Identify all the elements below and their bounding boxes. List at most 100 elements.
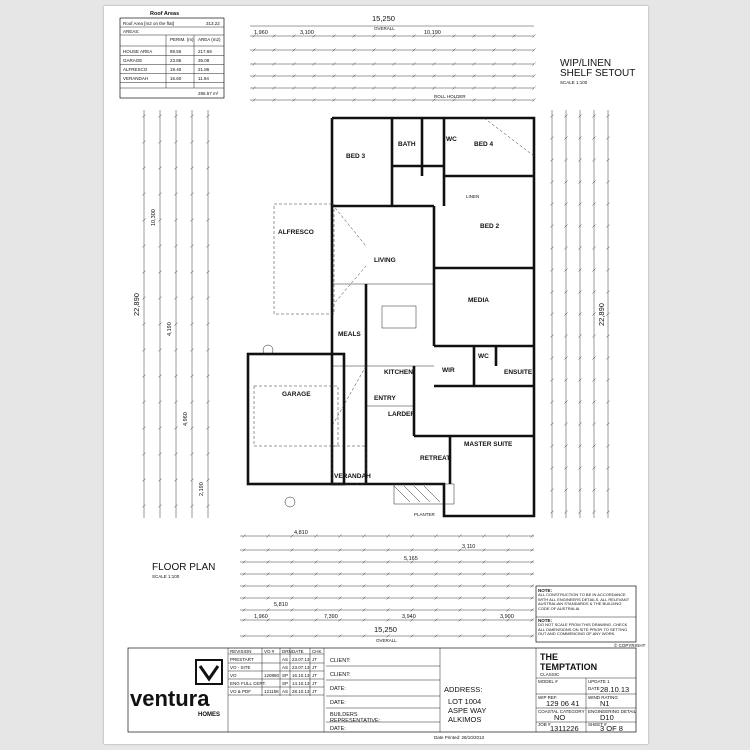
- roof-area-cell-area: 217.69: [198, 49, 212, 54]
- areas-label: AREAS:: [123, 29, 140, 34]
- revision-cell: VO - SITE: [230, 665, 251, 670]
- roof-area-cell-name: ALFRESCO: [123, 67, 148, 72]
- brand-name: ventura: [130, 686, 210, 711]
- address-label: ADDRESS:: [444, 685, 482, 694]
- revision-header-cell: DATE: [292, 649, 304, 654]
- overall-depth-right: 22,890: [597, 303, 606, 326]
- model-label: MODEL #: [538, 679, 558, 684]
- notes-heading-2: NOTE:: [538, 618, 553, 623]
- top-dim-1: 1,960: [254, 30, 268, 36]
- overall-width-top: 15,250: [372, 14, 395, 23]
- bottom-dim-6: 7,390: [324, 614, 338, 620]
- revision-cell: AS: [282, 657, 288, 662]
- revision-cell: VO: [230, 673, 237, 678]
- wip-ref-label: WIP REF.: [538, 695, 557, 700]
- bottom-dim-2: 5,165: [404, 556, 418, 562]
- revision-cell: JT: [312, 665, 317, 670]
- footer-date: Date Printed: 28/10/2013: [434, 735, 485, 740]
- roof-area-cell-name: GARAGE: [123, 58, 142, 63]
- date-label-3: DATE:: [330, 726, 346, 732]
- address-line-2: ASPE WAY: [448, 706, 486, 715]
- room-wir: WIR: [442, 367, 455, 374]
- revision-cell: AS: [282, 665, 288, 670]
- room-wc1: WC: [446, 136, 457, 143]
- left-dimensions: 10,300 4,190 4,960 2,190 22,890: [132, 110, 210, 518]
- revision-header-cell: DRN: [282, 649, 292, 654]
- wip-ref: 129 06 41: [546, 699, 579, 708]
- revision-cell: JT: [312, 673, 317, 678]
- revision-cell: 23.07.13: [292, 665, 310, 670]
- room-entry: ENTRY: [374, 395, 396, 402]
- notes-heading: NOTE:: [538, 588, 553, 593]
- side-dim-2: 4,190: [167, 322, 173, 336]
- brand-sub: HOMES: [198, 712, 220, 718]
- job-value: 1311226: [550, 724, 579, 733]
- revision-header-cell: VO #: [264, 649, 275, 654]
- revision-header-cell: CHK: [312, 649, 322, 654]
- right-dimensions: 22,890: [550, 110, 610, 518]
- room-living: LIVING: [374, 257, 396, 264]
- roof-area-cell-name: HOUSE AREA: [123, 49, 152, 54]
- revision-cell: JT: [312, 681, 317, 686]
- roof-area-cell-area: 35.08: [198, 58, 210, 63]
- overall-label-top: OVERALL: [374, 26, 395, 31]
- side-dim-3: 4,960: [183, 412, 189, 426]
- design-name: TEMPTATION: [540, 662, 597, 672]
- overall-label-bottom: OVERALL: [376, 638, 397, 643]
- sheet-value: 3 OF 8: [600, 724, 623, 733]
- client-label-1: CLIENT:: [330, 658, 351, 664]
- revision-header-cell: REVISION: [230, 649, 252, 654]
- revision-cell: 14.10.13: [292, 681, 310, 686]
- roof-area-note-value: 313.22: [206, 21, 220, 26]
- coastal-value: NO: [554, 713, 565, 722]
- sheet-label: SHEET #: [588, 722, 607, 727]
- copyright: © COPYRIGHT: [614, 642, 646, 648]
- bottom-dim-1: 4,810: [294, 530, 308, 536]
- revision-cell: JT: [312, 689, 317, 694]
- revision-cell: VO & PDF: [230, 689, 251, 694]
- design-the: THE: [540, 652, 558, 662]
- address-line-3: ALKIMOS: [448, 715, 481, 724]
- roof-areas-title: Roof Areas: [150, 11, 179, 17]
- eng-value: D10: [600, 713, 614, 722]
- note-1: ALL CONSTRUCTION TO BE IN ACCORDANCE WIT…: [538, 593, 630, 611]
- date-field-label: DATE: [588, 686, 600, 691]
- room-kitchen: KITCHEN: [384, 369, 413, 376]
- note-2: DO NOT SCALE FROM THIS DRAWING. CHECK AL…: [538, 623, 628, 637]
- room-bed2: BED 2: [480, 223, 500, 230]
- room-meals: MEALS: [338, 331, 361, 338]
- revision-cell: 28.10.13: [292, 689, 310, 694]
- eng-label: ENGINEERING DETAIL: [588, 709, 637, 714]
- room-bed4: BED 4: [474, 141, 494, 148]
- revision-cell: 23.07.13: [292, 657, 310, 662]
- side-dim-4: 2,190: [199, 482, 205, 496]
- room-media: MEDIA: [468, 297, 489, 304]
- col-area: AREA (m2): [198, 37, 221, 42]
- coastal-label: COASTAL CATEGORY: [538, 709, 585, 714]
- floor-plan-title: FLOOR PLAN: [152, 562, 215, 573]
- date-value: 28.10.13: [600, 685, 629, 694]
- garage-walls: [246, 352, 346, 486]
- revision-cell: ENG FULL CERT.: [230, 681, 266, 686]
- side-dim-1: 10,300: [151, 209, 157, 226]
- date-label-1: DATE:: [330, 686, 346, 692]
- room-larder: LARDER: [388, 411, 415, 418]
- revision-cell: PRESTART: [230, 657, 254, 662]
- revision-cell: 121158: [264, 689, 279, 694]
- wind-value: N1: [600, 699, 610, 708]
- roof-total: 286.57 m²: [198, 91, 219, 96]
- roof-area-cell-perim: 89.56: [170, 49, 182, 54]
- top-dimensions: 15,250 OVERALL 1,960 3,100 10,190 ROLL H…: [250, 14, 536, 102]
- roof-area-cell-area: 21.86: [198, 67, 210, 72]
- ventura-logo-icon: [195, 659, 223, 685]
- col-perim: PERIM. (m): [170, 37, 194, 42]
- room-master: MASTER SUITE: [464, 441, 513, 448]
- roof-area-cell-perim: 16.60: [170, 76, 182, 81]
- bottom-dimensions: 4,810 5,165 3,110 5,810 1,960 7,390 3,94…: [240, 530, 534, 643]
- floor-plan-drawing: Roof Areas Roof Area [m2 on the flat] 31…: [119, 11, 646, 740]
- date-label-2: DATE:: [330, 700, 346, 706]
- wind-label: WIND RATING: [588, 695, 618, 700]
- roof-area-cell-name: VERANDAH: [123, 76, 148, 81]
- room-linen: LINEN: [466, 194, 479, 199]
